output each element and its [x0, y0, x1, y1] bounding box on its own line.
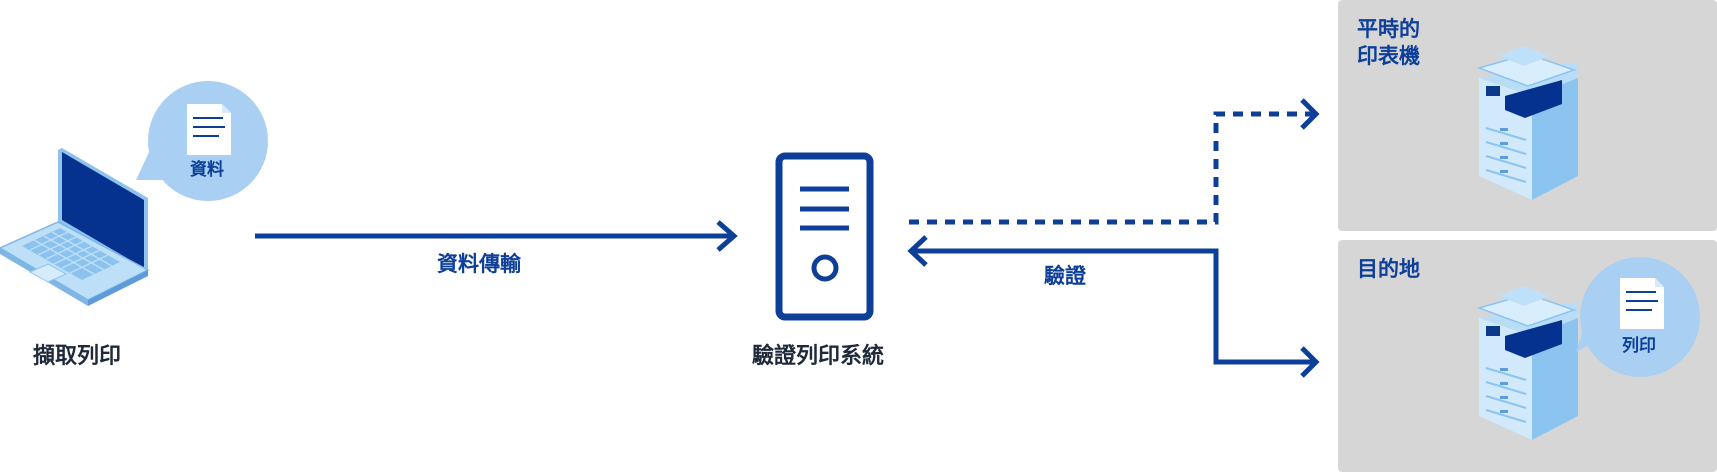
print-bubble-label: 列印	[1622, 336, 1656, 356]
transfer-label: 資料傳輸	[437, 252, 521, 276]
print-bubble	[1576, 257, 1700, 377]
destination-label: 目的地	[1357, 257, 1420, 281]
regular-printer-label: 平時的 印表機	[1357, 16, 1420, 70]
document-icon	[1620, 278, 1664, 329]
data-bubble	[136, 81, 268, 201]
capture-label: 擷取列印	[33, 344, 122, 369]
dotted-arrow	[909, 98, 1320, 225]
document-icon	[187, 104, 231, 155]
server-label: 驗證列印系統	[752, 344, 885, 369]
regular-printer-label-line2: 印表機	[1357, 44, 1420, 68]
data-bubble-label: 資料	[190, 160, 224, 180]
auth-arrow	[907, 235, 1320, 378]
regular-printer-label-line1: 平時的	[1357, 17, 1420, 41]
auth-label: 驗證	[1044, 264, 1086, 288]
laptop-icon	[0, 148, 150, 306]
transfer-arrow	[255, 220, 738, 252]
server-icon	[775, 152, 874, 321]
printer-icon	[1476, 46, 1578, 200]
printer-icon	[1476, 286, 1578, 440]
